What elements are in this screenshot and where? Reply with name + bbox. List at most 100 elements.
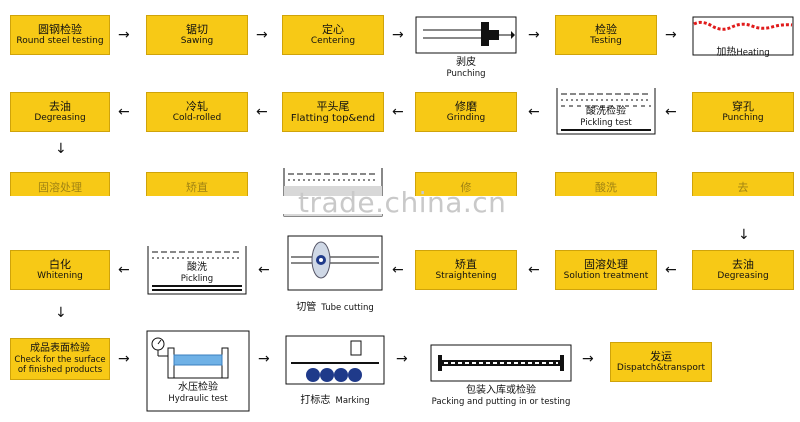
step-label-en: Degreasing xyxy=(717,271,769,281)
step-grinding-partial: 修 xyxy=(415,172,517,198)
arrow-right-icon: → xyxy=(396,351,408,367)
caption-en: Punching xyxy=(446,69,486,79)
arrow-left-icon: ← xyxy=(118,262,130,278)
caption-en: Pickling xyxy=(180,274,214,284)
step-label-cn: 矫直 xyxy=(455,258,477,271)
step-degreasing-partial: 去 xyxy=(692,172,794,198)
arrow-down-icon: ↓ xyxy=(55,141,67,157)
step-label-cn: 定心 xyxy=(322,23,344,36)
step-label-cn: 白化 xyxy=(49,258,71,271)
arrow-left-icon: ← xyxy=(258,262,270,278)
arrow-left-icon: ← xyxy=(392,104,404,120)
caption-en: Packing and putting in or testing xyxy=(431,397,571,407)
arrow-right-icon: → xyxy=(118,27,130,43)
step-flatting-top-end: 平头尾 Flatting top&end xyxy=(282,92,384,132)
step-dispatch: 发运 Dispatch&transport xyxy=(610,342,712,382)
step-solution-treatment: 固溶处理 Solution treatment xyxy=(555,250,657,290)
caption-cn: 酸洗检验 xyxy=(586,106,626,117)
step-label-cn: 酸洗 xyxy=(595,181,617,194)
step-label-cn: 修 xyxy=(460,181,472,194)
punching-peeling-icon xyxy=(415,16,517,54)
step-degreasing-2: 去油 Degreasing xyxy=(692,250,794,290)
step-grinding: 修磨 Grinding xyxy=(415,92,517,132)
heating-caption: 加热Heating xyxy=(692,40,794,59)
step-label-en: Flatting top&end xyxy=(290,113,376,124)
caption-cn: 加热 xyxy=(716,47,737,58)
pickling-tank-icon xyxy=(556,88,656,135)
step-surface-check: 成品表面检验 Check for the surface of finished… xyxy=(10,338,110,380)
step-label-en: Check for the surface xyxy=(14,355,106,365)
arrow-left-icon: ← xyxy=(665,262,677,278)
step-label-cn: 固溶处理 xyxy=(584,258,628,271)
caption-cn: 水压检验 xyxy=(178,382,218,393)
arrow-right-icon: → xyxy=(665,27,677,43)
arrow-right-icon: → xyxy=(528,27,540,43)
packing-icon xyxy=(430,344,572,382)
step-round-steel-testing: 圆钢检验 Round steel testing xyxy=(10,15,110,55)
step-cold-rolled: 冷轧 Cold-rolled xyxy=(146,92,248,132)
step-label-en: Punching xyxy=(722,113,764,123)
pickling-test-caption: 酸洗检验 Pickling test xyxy=(555,106,657,129)
step-label-en: Straightening xyxy=(435,271,497,281)
step-centering: 定心 Centering xyxy=(282,15,384,55)
step-label-cn: 固溶处理 xyxy=(38,181,82,194)
step-label-cn: 修磨 xyxy=(455,100,477,113)
arrow-left-icon: ← xyxy=(256,104,268,120)
step-label-en: Whitening xyxy=(37,271,83,281)
step-label-cn: 冷轧 xyxy=(186,100,208,113)
step-label-cn: 矫直 xyxy=(186,181,208,194)
step-straightening-partial: 矫直 xyxy=(146,172,248,198)
caption-cn: 切管 xyxy=(296,302,317,313)
arrow-right-icon: → xyxy=(582,351,594,367)
caption-cn: 酸洗 xyxy=(187,262,207,273)
step-label-en: Grinding xyxy=(446,113,486,123)
heating-icon xyxy=(692,16,794,56)
tube-cutting-caption: 切管 Tube cutting xyxy=(282,295,388,314)
caption-cn: 包装入库或检验 xyxy=(466,385,536,396)
arrow-right-icon: → xyxy=(392,27,404,43)
step-sawing: 锯切 Sawing xyxy=(146,15,248,55)
step-label-en: Solution treatment xyxy=(563,271,649,281)
step-label-cn: 穿孔 xyxy=(732,100,754,113)
pickling-tank-icon xyxy=(147,246,247,295)
arrow-left-icon: ← xyxy=(665,104,677,120)
hydraulic-test-caption: 水压检验 Hydraulic test xyxy=(146,382,250,405)
arrow-down-icon: ↓ xyxy=(738,227,750,243)
tube-cutting-icon xyxy=(287,235,383,291)
step-label-cn: 发运 xyxy=(650,350,672,363)
hydraulic-test-icon xyxy=(146,330,250,412)
caption-cn: 剥皮 xyxy=(456,57,476,68)
arrow-left-icon: ← xyxy=(528,104,540,120)
caption-en: Marking xyxy=(335,396,370,406)
watermark-text: trade.china.cn xyxy=(298,186,507,219)
caption-en: Tube cutting xyxy=(321,303,374,313)
arrow-down-icon: ↓ xyxy=(55,305,67,321)
step-label-cn: 圆钢检验 xyxy=(38,23,82,36)
step-label-en: Cold-rolled xyxy=(172,113,222,123)
caption-en: Heating xyxy=(736,48,770,58)
step-label-cn: 去油 xyxy=(732,258,754,271)
step-label-en: Testing xyxy=(590,36,622,46)
punching-caption: 剥皮 Punching xyxy=(415,57,517,80)
step-whitening: 白化 Whitening xyxy=(10,250,110,290)
caption-en: Pickling test xyxy=(580,118,632,128)
step-label-en: of finished products xyxy=(17,365,103,375)
step-straightening: 矫直 Straightening xyxy=(415,250,517,290)
step-label-cn: 去油 xyxy=(49,100,71,113)
step-label-cn: 平头尾 xyxy=(316,100,350,113)
arrow-left-icon: ← xyxy=(528,262,540,278)
arrow-right-icon: → xyxy=(256,27,268,43)
overlay-band xyxy=(0,196,800,214)
step-label-en: Dispatch&transport xyxy=(616,363,706,373)
arrow-left-icon: ← xyxy=(118,104,130,120)
step-label-cn: 去 xyxy=(737,181,749,194)
step-degreasing: 去油 Degreasing xyxy=(10,92,110,132)
step-label-cn: 锯切 xyxy=(186,23,208,36)
step-label-en: Centering xyxy=(310,36,356,46)
step-piercing: 穿孔 Punching xyxy=(692,92,794,132)
arrow-left-icon: ← xyxy=(392,262,404,278)
step-label-en: Sawing xyxy=(180,36,214,46)
marking-caption: 打标志 Marking xyxy=(285,388,385,407)
arrow-right-icon: → xyxy=(258,351,270,367)
caption-en: Hydraulic test xyxy=(168,394,228,404)
